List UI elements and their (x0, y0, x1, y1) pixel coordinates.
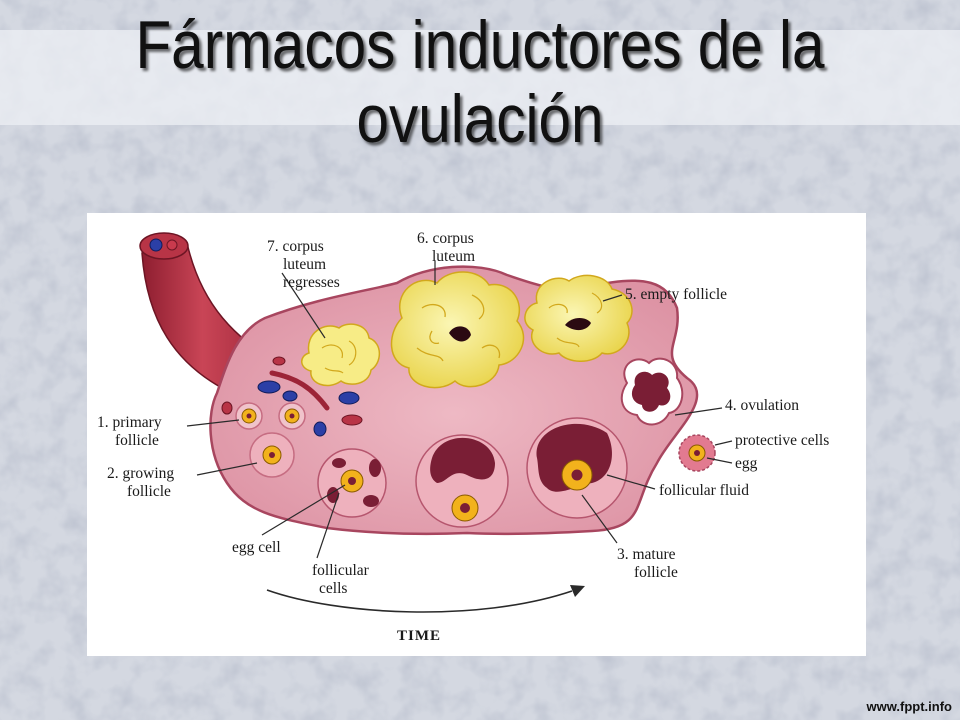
label-egg-cell: egg cell (232, 539, 281, 556)
mature-follicle (526, 417, 628, 519)
developing-follicle (317, 448, 387, 518)
corpus-luteum-regressing (301, 323, 381, 387)
label-growing-follicle: 2. growing follicle (107, 465, 178, 500)
label-ovulation: 4. ovulation (725, 397, 799, 414)
growing-follicle (249, 432, 295, 478)
label-mature-follicle: 3. mature follicle (617, 546, 679, 581)
slide-title-line-2: ovulación (356, 81, 604, 157)
label-primary-follicle: 1. primary follicle (97, 414, 165, 449)
slide-title: Fármacos inductores de la ovulación (67, 8, 893, 156)
label-follicular-fluid: follicular fluid (659, 482, 749, 499)
time-arrow (266, 585, 585, 613)
empty-follicle (524, 274, 633, 362)
ovary-vessels (221, 356, 363, 437)
label-protective-cells: protective cells (735, 432, 829, 449)
primary-follicles (235, 402, 306, 430)
slide-title-line-1: Fármacos inductores de la (135, 7, 825, 83)
ovary-diagram-panel: 7. corpus luteum regresses 6. corpus lut… (87, 213, 866, 656)
ovulating-follicle (620, 357, 684, 426)
watermark: www.fppt.info (866, 699, 952, 714)
released-egg (678, 434, 716, 472)
label-follicular-cells: follicular cells (312, 562, 373, 597)
label-corpus-luteum-regresses: 7. corpus luteum regresses (267, 238, 340, 291)
label-corpus-luteum: 6. corpus luteum (417, 230, 478, 265)
ovarian-cycle-diagram: 7. corpus luteum regresses 6. corpus lut… (97, 230, 829, 644)
antral-follicle (415, 434, 509, 528)
title-band (0, 30, 960, 125)
label-empty-follicle: 5. empty follicle (625, 286, 727, 303)
pointer-lines (186, 261, 733, 559)
label-egg: egg (735, 455, 758, 472)
corpus-luteum (390, 271, 525, 389)
label-time: TIME (397, 628, 441, 644)
